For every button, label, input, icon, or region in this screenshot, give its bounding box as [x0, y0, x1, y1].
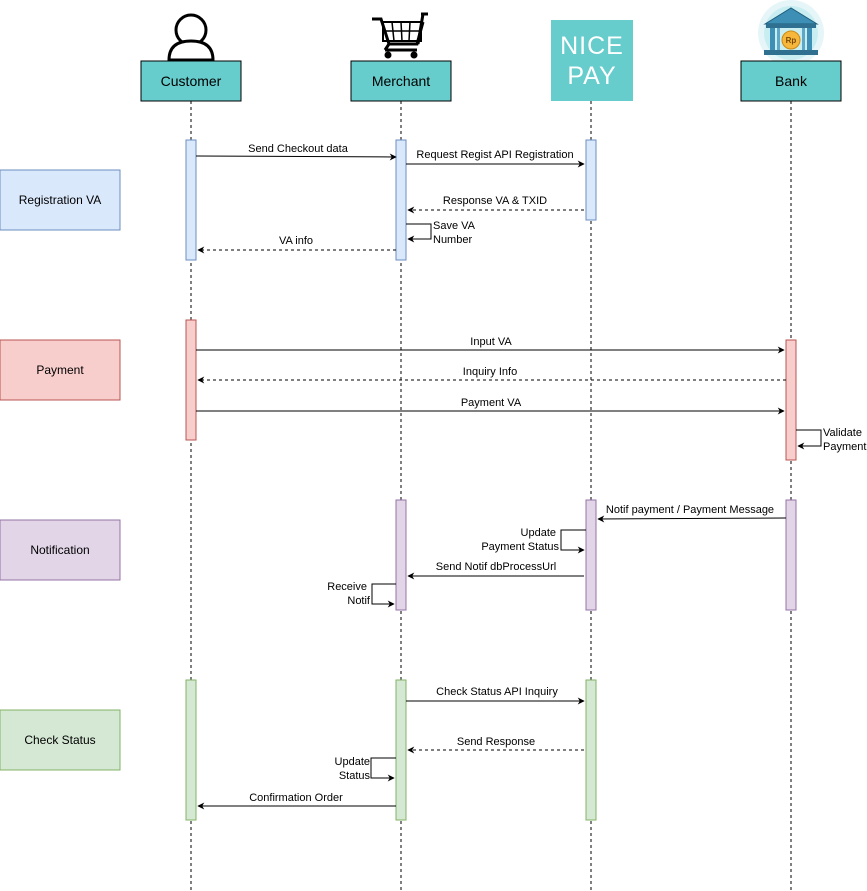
phase-notification-box — [0, 519, 121, 581]
msg-input-va-label: Input VA — [470, 336, 512, 348]
merchant-actor-label: Merchant — [372, 73, 430, 89]
msg-update-status-arrow — [370, 757, 396, 782]
bank-actor-label: Bank — [775, 73, 808, 89]
activation-merchant-notification — [395, 499, 407, 611]
msg-update-status-label-2: Status — [339, 770, 371, 782]
msg-validate-payment-arrow — [796, 429, 822, 450]
msg-payment-va-label: Payment VA — [461, 397, 522, 409]
activation-nicepay-registration — [585, 139, 597, 221]
bank-building-icon: Rp — [758, 0, 824, 66]
msg-send-notif-label: Send Notif dbProcessUrl — [436, 561, 556, 573]
nicepay-logo-line1: NICE — [560, 32, 624, 60]
msg-save-va-arrow — [406, 223, 432, 243]
activation-bank-notification — [785, 499, 797, 611]
phase-registration-box — [0, 169, 121, 231]
nicepay-logo — [551, 20, 633, 101]
msg-validate-label-1: Validate — [823, 427, 862, 439]
msg-receive-notif-arrow — [371, 583, 396, 608]
msg-receive-notif-label-1: Receive — [327, 581, 367, 593]
phase-registration-label: Registration VA — [19, 193, 101, 207]
bank-icon-rp: Rp — [786, 36, 797, 45]
activation-customer-payment — [185, 319, 197, 441]
msg-send-checkout-arrow — [195, 153, 397, 161]
msg-validate-label-2: Payment — [823, 441, 866, 453]
merchant-actor-box — [350, 60, 452, 102]
msg-inquiry-info-label: Inquiry Info — [463, 366, 517, 378]
msg-save-va-label-2: Number — [433, 234, 472, 246]
phase-check-status-label: Check Status — [24, 733, 95, 747]
phase-payment-box — [0, 339, 121, 401]
msg-update-payment-arrow — [560, 529, 586, 554]
bank-actor-box — [740, 60, 842, 102]
shopping-cart-icon — [372, 12, 428, 59]
customer-actor-label: Customer — [161, 73, 222, 89]
nicepay-logo-line2: PAY — [567, 62, 616, 90]
activation-customer-check — [185, 679, 197, 821]
msg-update-payment-label-2: Payment Status — [481, 541, 559, 553]
msg-save-va-label-1: Save VA — [433, 220, 476, 232]
msg-receive-notif-label-2: Notif — [347, 595, 371, 607]
activation-merchant-check — [395, 679, 407, 821]
phase-payment-label: Payment — [36, 363, 84, 377]
activation-customer-registration — [185, 139, 197, 261]
msg-check-status-label: Check Status API Inquiry — [436, 686, 558, 698]
activation-nicepay-notification — [585, 499, 597, 611]
phase-notification-label: Notification — [30, 543, 89, 557]
phase-check-status-box — [0, 709, 121, 771]
msg-send-response-label: Send Response — [457, 736, 535, 748]
msg-notif-payment-label: Notif payment / Payment Message — [606, 504, 774, 516]
customer-actor-box — [140, 60, 242, 102]
person-icon — [167, 13, 215, 62]
msg-update-payment-label-1: Update — [521, 527, 556, 539]
msg-request-regist-label: Request Regist API Registration — [416, 149, 573, 161]
activation-bank-payment — [785, 339, 797, 461]
activation-nicepay-check — [585, 679, 597, 821]
msg-send-checkout-label: Send Checkout data — [248, 143, 349, 155]
msg-response-va-label: Response VA & TXID — [443, 195, 547, 207]
msg-va-info-label: VA info — [279, 235, 313, 247]
msg-notif-payment-arrow — [597, 515, 787, 523]
msg-update-status-label-1: Update — [335, 756, 370, 768]
activation-merchant-registration — [395, 139, 407, 261]
msg-confirmation-label: Confirmation Order — [249, 792, 343, 804]
